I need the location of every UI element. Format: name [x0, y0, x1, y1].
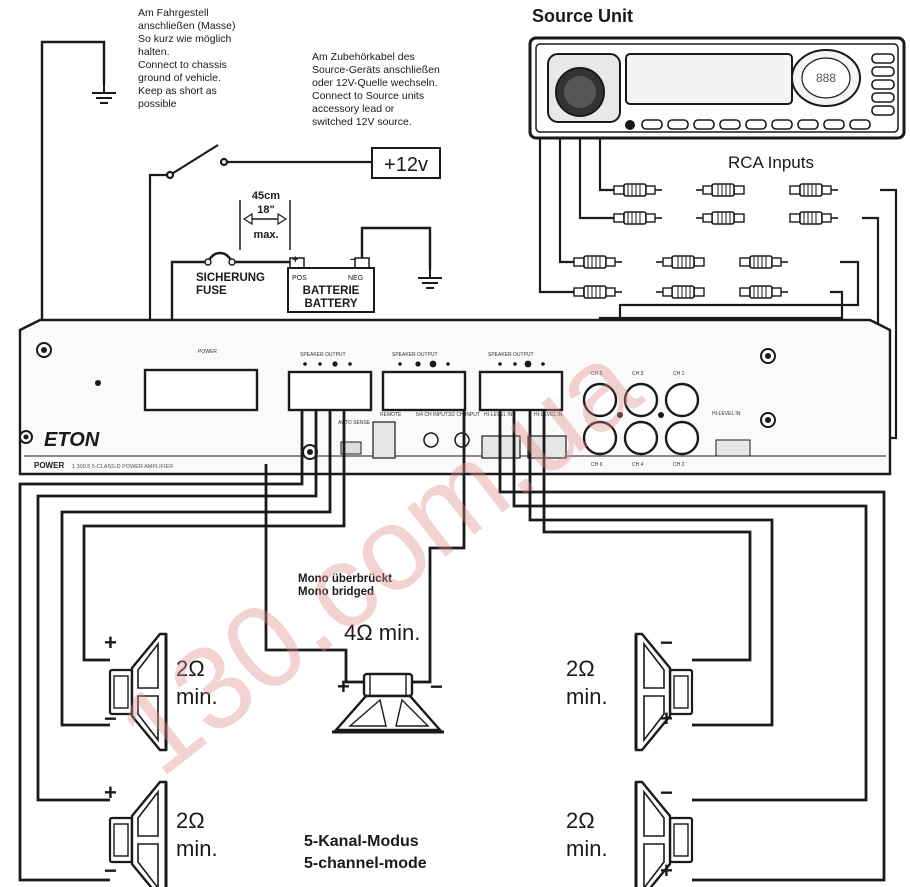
accessory-note-line: oder 12V-Quelle wechseln.: [312, 77, 438, 89]
amp-ch5: CH 5: [591, 371, 603, 377]
amp-ch1: CH 1: [673, 371, 685, 377]
ground-note-line: Connect to chassis: [138, 59, 227, 71]
amp-ch3: CH 3: [632, 371, 644, 377]
rl-minus: −: [104, 858, 117, 883]
speaker-center-sub: [332, 672, 444, 734]
ground-note-line: ground of vehicle.: [138, 72, 221, 84]
ground-note-line: So kurz wie möglich: [138, 33, 232, 45]
amp-model: POWER: [34, 461, 64, 470]
accessory-note: Am Zubehörkabel des Source-Geräts anschl…: [312, 51, 440, 128]
fr-plus: +: [660, 706, 673, 731]
source-display: 888: [816, 71, 836, 85]
rr-minus: −: [660, 780, 673, 805]
ground-note-line: Am Fahrgestell: [138, 7, 209, 19]
amp-hi-level-1: HI-LEVEL IN: [484, 412, 513, 418]
amp-remote-label: REMOTE: [380, 412, 402, 418]
ground-note-line: halten.: [138, 46, 170, 58]
fl-plus: +: [104, 630, 117, 655]
battery: + − POS NEG BATTERIE BATTERY: [287, 254, 375, 313]
fr-min: min.: [566, 684, 608, 709]
accessory-note-line: switched 12V source.: [312, 116, 412, 128]
accessory-note-line: Source-Geräts anschließen: [312, 64, 440, 76]
plus-12v-label: +12v: [384, 154, 428, 176]
amp-speaker-output-2: SPEAKER OUTPUT: [392, 352, 438, 358]
ground-note-line: anschließen (Masse): [138, 20, 235, 32]
amplifier: POWER SPEAKER OUTPUT SPEAKER OUTPUT SPEA…: [18, 318, 892, 476]
battery-plus: +: [292, 254, 298, 266]
rr-plus: +: [660, 858, 673, 883]
rca-plug-row-3: [573, 255, 789, 269]
source-unit: 888: [528, 36, 906, 140]
distance-max: max.: [253, 229, 278, 241]
ground-note-line: Keep as short as: [138, 85, 217, 97]
rr-min: min.: [566, 836, 608, 861]
rr-impedance: 2Ω: [566, 808, 595, 833]
accessory-note-line: Am Zubehörkabel des: [312, 51, 415, 63]
amp-brand-logo: ETON: [44, 429, 100, 451]
mono-bridged-en: Mono bridged: [298, 586, 374, 598]
amp-speaker-output-3: SPEAKER OUTPUT: [488, 352, 534, 358]
distance-marker: 45cm 18" max.: [239, 190, 291, 250]
mode-label-en: 5-channel-mode: [304, 855, 427, 872]
source-unit-title: Source Unit: [532, 6, 633, 26]
battery-minus: −: [350, 254, 356, 266]
amp-power-label: POWER: [198, 349, 217, 355]
plus-12v-box: +12v: [371, 147, 441, 179]
fuse-label-en: FUSE: [196, 285, 227, 297]
amp-input-label: 5/4 CH INPUT: [416, 412, 448, 418]
amp-ch4: CH 4: [632, 462, 644, 468]
amp-ch2: CH 2: [673, 462, 685, 468]
amp-hi-level-2: HI-LEVEL IN: [534, 412, 563, 418]
ground-icon: [91, 84, 117, 104]
ground-note: Am Fahrgestell anschließen (Masse) So ku…: [138, 7, 235, 110]
fuse-label-de: SICHERUNG: [196, 272, 265, 284]
fl-minus: −: [104, 706, 117, 731]
rca-inputs-label: RCA Inputs: [728, 153, 814, 172]
center-plus: +: [337, 674, 350, 699]
fl-min: min.: [176, 684, 218, 709]
mode-label-de: 5-Kanal-Modus: [304, 833, 419, 850]
rl-min: min.: [176, 836, 218, 861]
rca-plug-row-1: [613, 183, 839, 197]
rl-impedance: 2Ω: [176, 808, 205, 833]
battery-label-en: BATTERY: [304, 298, 357, 310]
amp-speaker-output-1: SPEAKER OUTPUT: [300, 352, 346, 358]
amp-auto-sense: AUTO SENSE: [338, 420, 371, 426]
center-impedance: 4Ω min.: [344, 620, 420, 645]
battery-label-de: BATTERIE: [303, 285, 360, 297]
amp-model-desc: 1 300.5 5-CLASS-D POWER AMPLIFIER: [72, 464, 173, 470]
battery-pos: POS: [292, 275, 307, 282]
amp-ch6: CH 6: [591, 462, 603, 468]
rca-plug-row-2: [613, 211, 839, 225]
battery-neg: NEG: [348, 275, 363, 282]
fr-minus: −: [660, 630, 673, 655]
fuse: SICHERUNG FUSE: [196, 258, 265, 297]
fr-impedance: 2Ω: [566, 656, 595, 681]
ground-icon: [417, 269, 443, 289]
fl-impedance: 2Ω: [176, 656, 205, 681]
accessory-note-line: accessory lead or: [312, 103, 395, 115]
rl-plus: +: [104, 780, 117, 805]
rca-plug-row-4: [573, 285, 789, 299]
center-minus: −: [430, 674, 443, 699]
distance-in: 18": [257, 204, 274, 216]
speaker-wiring: [18, 410, 886, 882]
ground-note-line: possible: [138, 98, 177, 110]
chassis-ground-wire: [40, 40, 106, 398]
accessory-note-line: Connect to Source units: [312, 90, 424, 102]
amp-hi-levels-in: HI-LEVEL IN: [712, 411, 741, 417]
speaker-rear-left: [108, 780, 168, 887]
distance-cm: 45cm: [252, 190, 280, 202]
mono-bridged-de: Mono überbrückt: [298, 573, 392, 585]
